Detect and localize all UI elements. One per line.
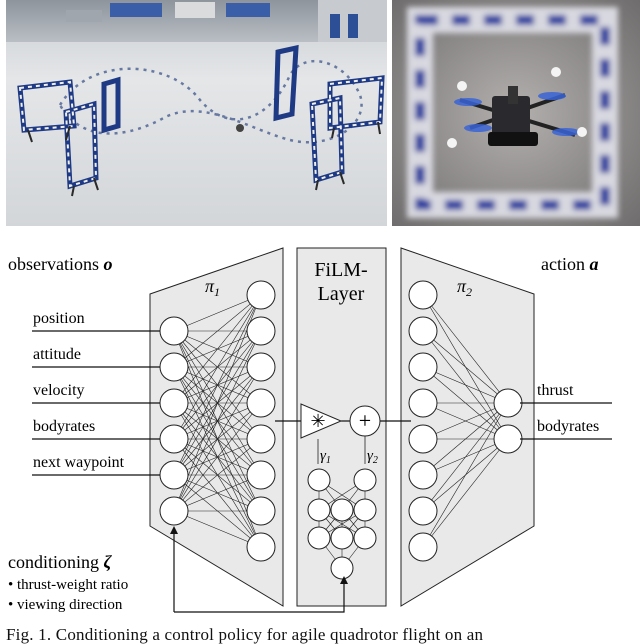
policy2-hidden-node bbox=[409, 533, 437, 561]
policy2-output-node bbox=[494, 389, 522, 417]
policy1-hidden-node bbox=[247, 353, 275, 381]
input-label-next-waypoint: next waypoint bbox=[33, 454, 125, 471]
action-heading: action a bbox=[541, 254, 598, 274]
input-label-position: position bbox=[33, 310, 85, 327]
policy1-hidden-node bbox=[247, 497, 275, 525]
film-input-node bbox=[331, 557, 353, 579]
film-hidden-node bbox=[354, 527, 376, 549]
policy2-hidden-node bbox=[409, 497, 437, 525]
film-title-line1: FiLM- bbox=[314, 259, 367, 281]
policy2-hidden-node bbox=[409, 461, 437, 489]
policy1-input-node bbox=[160, 389, 188, 417]
network-diagram: ✳ + observations o action a π1 π2 FiLM- … bbox=[0, 236, 640, 618]
policy1-hidden-node bbox=[247, 533, 275, 561]
add-operator: + bbox=[350, 406, 380, 436]
policy1-hidden-node bbox=[247, 317, 275, 345]
film-hidden-node bbox=[331, 527, 353, 549]
photo-panel bbox=[0, 0, 640, 226]
film-title-line2: Layer bbox=[318, 283, 365, 305]
policy1-hidden-node bbox=[247, 389, 275, 417]
policy1-hidden-node bbox=[247, 281, 275, 309]
conditioning-item-viewing-direction: • viewing direction bbox=[8, 597, 123, 613]
policy1-input-node bbox=[160, 353, 188, 381]
policy1-hidden-node bbox=[247, 461, 275, 489]
policy2-hidden-node bbox=[409, 281, 437, 309]
add-symbol: + bbox=[359, 408, 371, 433]
output-label-bodyrates: bodyrates bbox=[537, 418, 599, 435]
film-hidden-node bbox=[331, 499, 353, 521]
gate-track-photo bbox=[6, 0, 387, 226]
film-hidden-node bbox=[308, 499, 330, 521]
output-label-thrust: thrust bbox=[537, 382, 574, 399]
film-output-node bbox=[354, 469, 376, 491]
input-label-bodyrates: bodyrates bbox=[33, 418, 95, 435]
policy1-input-node bbox=[160, 497, 188, 525]
output-labels: thrust bodyrates bbox=[537, 382, 599, 435]
policy2-output-node bbox=[494, 425, 522, 453]
policy1-input-node bbox=[160, 317, 188, 345]
multiply-symbol: ✳ bbox=[310, 411, 325, 431]
policy2-hidden-node bbox=[409, 353, 437, 381]
policy2-hidden-node bbox=[409, 425, 437, 453]
policy1-input-node bbox=[160, 461, 188, 489]
drone-through-gate-photo bbox=[392, 0, 640, 226]
conditioning-item-thrust-weight: • thrust-weight ratio bbox=[8, 577, 128, 593]
film-hidden-node bbox=[354, 499, 376, 521]
conditioning-heading: conditioning ζ bbox=[8, 552, 113, 572]
input-label-velocity: velocity bbox=[33, 382, 85, 399]
figure-caption: Fig. 1. Conditioning a control policy fo… bbox=[6, 625, 640, 644]
policy2-hidden-node bbox=[409, 389, 437, 417]
policy1-input-node bbox=[160, 425, 188, 453]
input-label-attitude: attitude bbox=[33, 346, 81, 363]
input-labels: position attitude velocity bodyrates nex… bbox=[33, 310, 125, 471]
policy1-hidden-node bbox=[247, 425, 275, 453]
policy2-hidden-node bbox=[409, 317, 437, 345]
film-output-node bbox=[308, 469, 330, 491]
film-hidden-node bbox=[308, 527, 330, 549]
observations-heading: observations o bbox=[8, 254, 112, 274]
